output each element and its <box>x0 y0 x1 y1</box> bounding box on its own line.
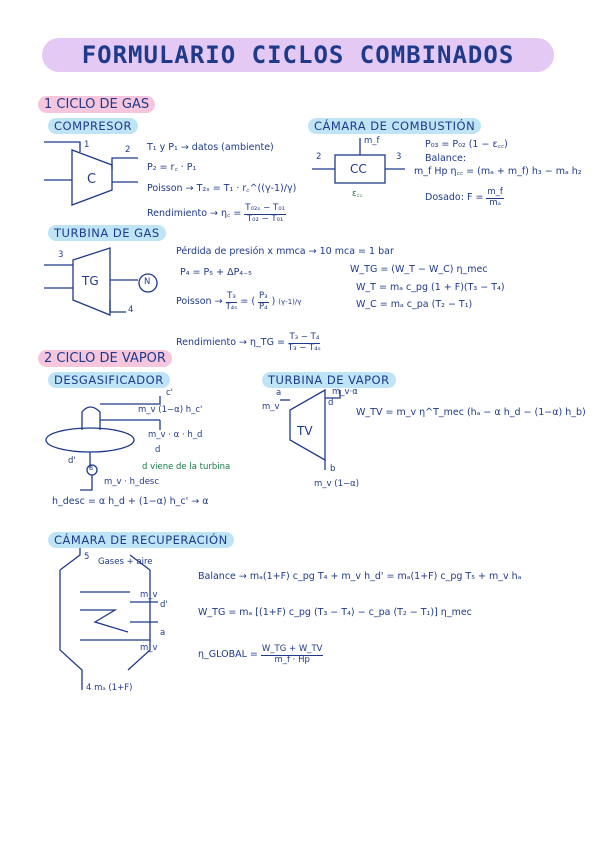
rec-gases: Gases + aire <box>98 557 153 567</box>
tg-shape <box>72 247 111 316</box>
tv-a: a <box>276 388 282 398</box>
dosado-num: m_f <box>486 187 504 199</box>
tg-rend-prefix: Rendimiento → η_TG = <box>176 336 285 348</box>
compresor-shape <box>71 149 113 206</box>
compresor-rend-den: T₀₂ − T₀₁ <box>246 213 284 224</box>
tv-mv-out: m_v (1−α) <box>314 479 360 489</box>
tg-poisson-lhs-num: T₃ <box>226 291 237 303</box>
compresor-poisson: Poisson → T₂ₛ = T₁ · r꜀^((γ-1)/γ) <box>147 183 297 194</box>
recuperacion-heading: CÁMARA DE RECUPERACIÓN <box>48 532 234 548</box>
turbina-vapor-heading: TURBINA DE VAPOR <box>262 372 396 388</box>
compresor-rend-num: T₀₂ₛ − T₀₁ <box>244 203 287 215</box>
tg-out-num: 4 <box>128 305 134 315</box>
section1-heading: 1 CICLO DE GAS <box>38 96 156 113</box>
cc-ecc: ε꜀꜀ <box>352 189 363 199</box>
tg-wt: W_T = mₐ c_pg (1 + F)(T₃ − T₄) <box>356 282 505 293</box>
tv-label: TV <box>297 424 313 438</box>
rec-wtg: W_TG = mₐ [(1+F) c_pg (T₃ − T₄) − c_pa (… <box>198 607 472 618</box>
compresor-in-line <box>44 141 81 152</box>
tg-poisson-lhs-den: T₄ₛ <box>225 301 238 312</box>
hrsg-left <box>59 570 83 690</box>
rec-balance: Balance → mₐ(1+F) c_pg T₄ + m_v h_d' = m… <box>198 571 522 582</box>
tv-formula: W_TV = m_v η^T_mec (hₐ − α h_d − (1−α) h… <box>356 407 586 418</box>
desg-d: d <box>155 445 161 455</box>
rec-eta-num: W_TG + W_TV <box>260 644 324 656</box>
tg-poisson-rhs-num: P₃ <box>258 291 269 303</box>
tg-in-num: 3 <box>58 250 64 260</box>
desg-flow3: m_v · h_desc <box>104 477 160 487</box>
compresor-out-num: 2 <box>125 145 131 155</box>
rec-a: a <box>160 628 166 638</box>
page-title: FORMULARIO CICLOS COMBINADOS <box>42 38 554 72</box>
tg-rend-den: T₃ − T₄ₛ <box>287 342 321 353</box>
rec-eta-den: m_f · Hp <box>274 654 310 665</box>
desgasificador-heading: DESGASIFICADOR <box>48 372 170 388</box>
desg-c-prime: c' <box>166 388 174 398</box>
tg-poisson-lhs: T₃ T₄ₛ <box>225 291 238 313</box>
desg-hdesc: h_desc = α h_d + (1−α) h_c' → α <box>52 496 209 507</box>
compresor-line2: P₂ = r꜀ · P₁ <box>147 162 197 173</box>
compresor-label: C <box>87 172 97 187</box>
tg-rend-frac: T₃ − T₄ T₃ − T₄ₛ <box>287 332 321 354</box>
tg-rend-num: T₃ − T₄ <box>288 332 321 344</box>
turbina-gas-heading: TURBINA DE GAS <box>48 225 166 241</box>
generator-circle <box>138 273 158 293</box>
compresor-heading: COMPRESOR <box>48 118 139 134</box>
camara-line3: m_f Hp η꜀꜀ = (mₐ + m_f) h₃ − mₐ h₂ <box>414 166 582 177</box>
rec-bottom: 4 mₐ (1+F) <box>86 683 133 693</box>
tg-poisson-exp: (γ-1)/γ <box>278 298 302 307</box>
section2-heading: 2 CICLO DE VAPOR <box>38 350 172 367</box>
generator-label: N <box>144 277 151 287</box>
tg-poisson: Poisson → T₃ T₄ₛ = ( P₃ P₄ ) (γ-1)/γ <box>176 291 302 313</box>
compresor-line1: T₁ y P₁ → datos (ambiente) <box>147 142 274 153</box>
rec-eta: η_GLOBAL = W_TG + W_TV m_f · Hp <box>198 644 324 666</box>
compresor-in-num: 1 <box>84 140 90 150</box>
desg-flow1: m_v (1−α) h_c' <box>138 405 203 415</box>
desg-note: d viene de la turbina <box>142 462 231 472</box>
tg-poisson-prefix: Poisson → <box>176 295 223 307</box>
tg-wtg: W_TG = (W_T − W_C) η_mec <box>350 264 488 275</box>
dosado-frac: m_f mₐ <box>486 187 504 209</box>
desg-d-prime: d' <box>68 456 76 466</box>
rec-d-prime: d' <box>160 600 168 610</box>
tv-mv-alpha: m_v·α <box>332 387 358 397</box>
camara-heading: CÁMARA DE COMBUSTIÓN <box>308 118 482 134</box>
tg-poisson-rhs: P₃ P₄ <box>258 291 269 313</box>
dosado-prefix: Dosado: F = <box>425 191 484 203</box>
rec-eta-prefix: η_GLOBAL = <box>198 648 258 660</box>
tg-wc: W_C = mₐ c_pa (T₂ − T₁) <box>356 299 473 310</box>
compresor-rendimiento: Rendimiento → η꜀ = T₀₂ₛ − T₀₁ T₀₂ − T₀₁ <box>147 203 287 225</box>
desg-flow2: m_v · α · h_d <box>148 430 203 440</box>
tg-perdida: Pérdida de presión x mmca → 10 mca = 1 b… <box>176 246 394 257</box>
camara-line2: Balance: <box>425 153 467 164</box>
rec-eta-frac: W_TG + W_TV m_f · Hp <box>260 644 324 666</box>
cc-out-num: 3 <box>396 152 402 162</box>
tg-label: TG <box>82 274 99 288</box>
tank-shape <box>45 427 135 453</box>
compresor-out-line <box>111 157 138 170</box>
cc-label: CC <box>350 162 367 176</box>
tg-p4: P₄ = P₅ + ΔP₄₋₅ <box>180 267 252 278</box>
pump-label: B <box>89 465 94 472</box>
compresor-rend-prefix: Rendimiento → η꜀ = <box>147 207 242 219</box>
tg-rendimiento: Rendimiento → η_TG = T₃ − T₄ T₃ − T₄ₛ <box>176 332 321 354</box>
rec-top: 5 <box>84 552 90 562</box>
compresor-rend-frac: T₀₂ₛ − T₀₁ T₀₂ − T₀₁ <box>244 203 287 225</box>
tv-d: d <box>328 398 334 408</box>
dosado-den: mₐ <box>489 197 501 208</box>
cc-in-num: 2 <box>316 152 322 162</box>
camara-dosado: Dosado: F = m_f mₐ <box>425 187 504 209</box>
tg-poisson-rhs-den: P₄ <box>259 301 268 312</box>
cc-fuel: m_f <box>364 136 380 146</box>
tv-b: b <box>330 464 336 474</box>
hrsg-right <box>127 570 151 671</box>
rec-mv1: m_v <box>140 590 158 600</box>
tv-mv: m_v <box>262 402 280 412</box>
rec-mv2: m_v <box>140 643 158 653</box>
camara-line1: P₀₃ = P₀₂ (1 − ε꜀꜀) <box>425 139 508 150</box>
